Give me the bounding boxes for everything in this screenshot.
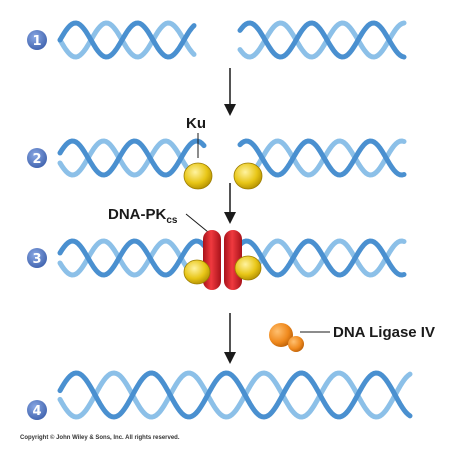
dna-strand-front xyxy=(237,138,407,178)
step-number: 2 xyxy=(32,152,41,167)
dna-helix-2-left xyxy=(57,138,207,178)
dna-strand-back xyxy=(237,20,407,60)
ligase-protein-icon xyxy=(269,323,293,347)
dna-strand-back xyxy=(237,238,407,278)
dna-strand-front xyxy=(57,238,207,278)
ku-protein-icon xyxy=(234,255,262,281)
dna-pk-label: DNA-PKcs xyxy=(108,206,178,226)
ku-protein-left-step2 xyxy=(183,162,213,190)
ku-protein-icon xyxy=(183,259,211,285)
dna-helix-1-right xyxy=(237,20,407,60)
dna-helix-2-right xyxy=(237,138,407,178)
dna-strand-back xyxy=(237,138,407,178)
step-number: 1 xyxy=(32,34,41,49)
dna-strand-back xyxy=(57,20,197,60)
step-badge-1: 1 xyxy=(27,30,47,50)
ku-protein-icon xyxy=(233,162,263,190)
dna-strand-front xyxy=(57,370,413,420)
ku-protein-right-step2 xyxy=(233,162,263,190)
dna-pk-label-sub: cs xyxy=(166,215,178,226)
copyright-notice: Copyright © John Wiley & Sons, Inc. All … xyxy=(20,435,180,441)
step-badge-2: 2 xyxy=(27,148,47,168)
step-number-badge-icon xyxy=(27,248,47,268)
ligase-protein-icon xyxy=(288,336,304,352)
dna-strand-back xyxy=(57,370,413,420)
dna-helix-3-right xyxy=(237,238,407,278)
step-number: 4 xyxy=(32,404,41,419)
step-number-badge-icon xyxy=(27,30,47,50)
dna-helix-3-left xyxy=(57,238,207,278)
step-number-badge-icon xyxy=(27,148,47,168)
dna-pk-complex-step3 xyxy=(183,230,262,290)
dna-helix-layer xyxy=(57,20,413,420)
step-badge-4: 4 xyxy=(27,400,47,420)
dna-pk-leader-line xyxy=(185,213,209,233)
dna-helix-1-left xyxy=(57,20,197,60)
ku-label: Ku xyxy=(186,115,206,132)
ligase-label: DNA Ligase IV xyxy=(333,324,435,341)
dna-strand-front xyxy=(237,238,407,278)
dna-strand-front xyxy=(57,138,207,178)
step-number: 3 xyxy=(32,252,41,267)
dna-pk-label-main: DNA-PK xyxy=(108,206,166,223)
step-number-badge-icon xyxy=(27,400,47,420)
ku-protein-icon xyxy=(183,162,213,190)
dna-strand-front xyxy=(57,20,197,60)
step-badge-3: 3 xyxy=(27,248,47,268)
dna-ligase-iv: DNA Ligase IV xyxy=(269,323,435,352)
dna-helix-4-joined xyxy=(57,370,413,420)
dna-strand-front xyxy=(237,20,407,60)
